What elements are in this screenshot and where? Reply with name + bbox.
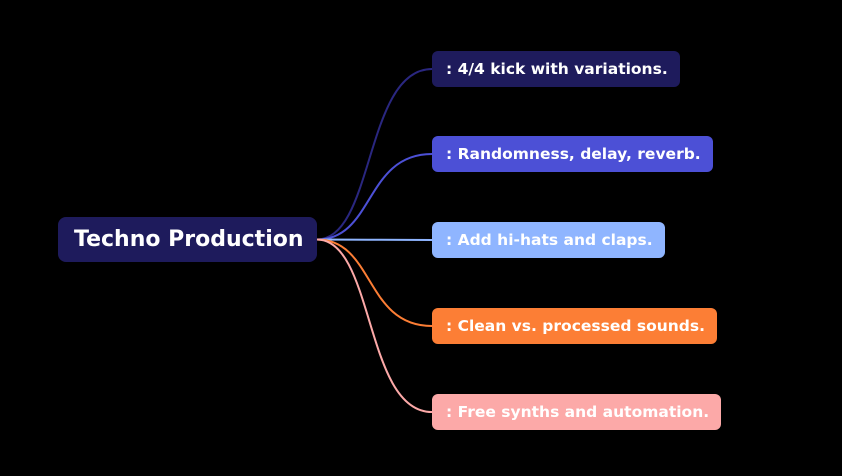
child-node-label: : Randomness, delay, reverb. <box>446 145 701 163</box>
child-node-label: : Clean vs. processed sounds. <box>446 317 705 335</box>
root-node-label: Techno Production <box>74 227 304 252</box>
child-node[interactable]: : 4/4 kick with variations. <box>432 51 680 87</box>
child-node-label: : Add hi-hats and claps. <box>446 231 653 249</box>
child-node[interactable]: : Add hi-hats and claps. <box>432 222 665 258</box>
child-node-label: : 4/4 kick with variations. <box>446 60 668 78</box>
root-node[interactable]: Techno Production <box>58 217 317 262</box>
connector-line <box>316 238 433 413</box>
connector-line <box>316 238 433 241</box>
connector-line <box>316 153 433 241</box>
child-node[interactable]: : Free synths and automation. <box>432 394 722 430</box>
child-node[interactable]: : Randomness, delay, reverb. <box>432 136 713 172</box>
child-node[interactable]: : Clean vs. processed sounds. <box>432 308 717 344</box>
connector-line <box>316 68 433 241</box>
connector-line <box>316 238 433 327</box>
child-node-label: : Free synths and automation. <box>446 403 710 421</box>
